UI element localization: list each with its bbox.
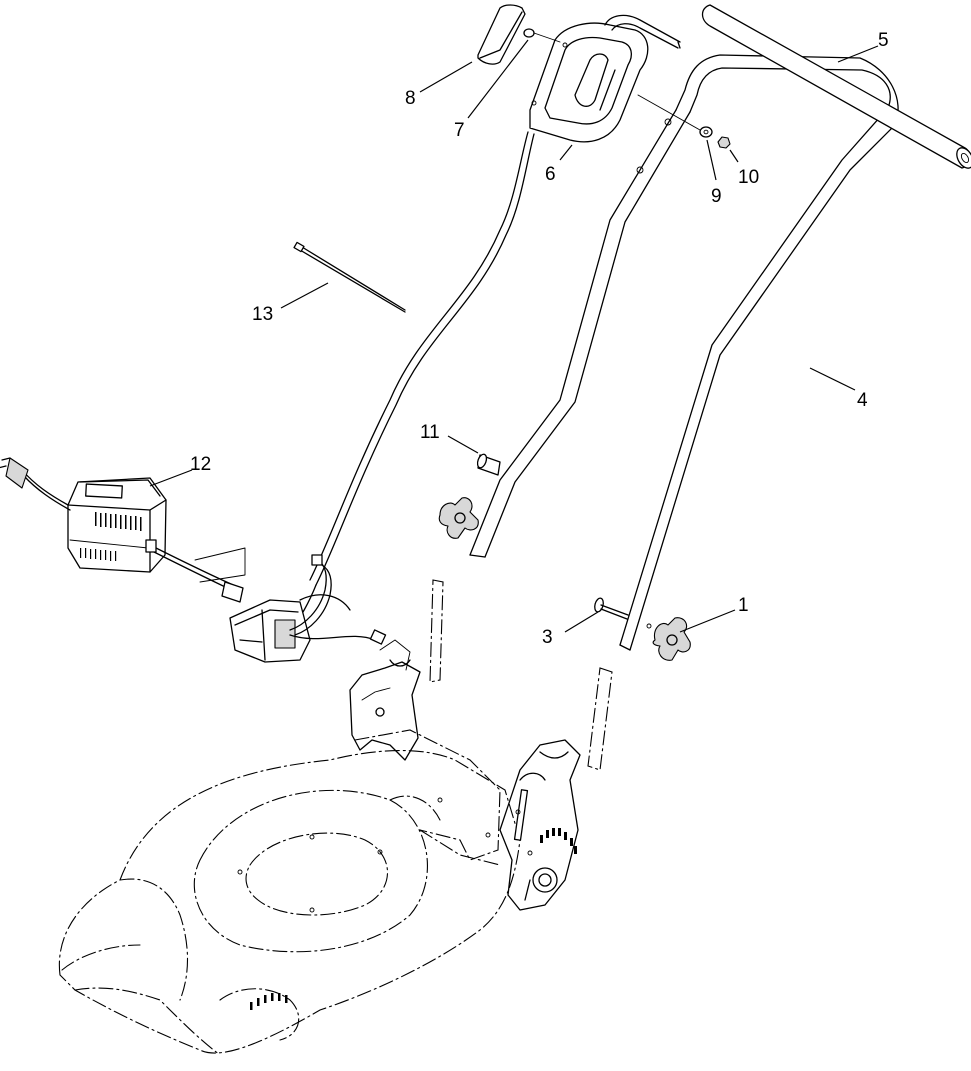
nut-10 <box>717 136 731 149</box>
callout-10: 10 <box>738 167 759 188</box>
callout-5: 5 <box>878 30 889 51</box>
handle-grip-tube <box>701 4 971 169</box>
callout-8: 8 <box>405 88 416 109</box>
switch-cable <box>289 131 535 631</box>
deck-frame <box>354 729 501 866</box>
wedge-8 <box>477 4 526 65</box>
callout-12: 12 <box>190 454 211 475</box>
bolt-11 <box>476 453 501 476</box>
charger-vents <box>80 512 142 561</box>
leader-lines <box>149 39 879 633</box>
washer-9 <box>699 126 713 138</box>
callout-labels: 1 3 4 5 6 7 8 9 10 11 12 13 <box>190 30 889 648</box>
deck-vent-slots <box>250 993 288 1010</box>
bolt-3 <box>594 597 629 620</box>
callout-9: 9 <box>711 186 722 207</box>
battery-charger-12 <box>0 457 246 603</box>
callout-1: 1 <box>738 595 749 616</box>
screw-7 <box>523 28 561 43</box>
battery-harness-assembly <box>229 554 387 663</box>
callout-6: 6 <box>545 164 556 185</box>
height-adjust-bracket-right <box>499 667 613 911</box>
mower-deck <box>58 750 521 1056</box>
callout-13: 13 <box>252 304 273 325</box>
handle-knob-left <box>438 497 479 539</box>
knob-1 <box>646 617 691 661</box>
height-adjust-bracket-left <box>349 579 444 761</box>
callout-4: 4 <box>857 390 868 411</box>
callout-7: 7 <box>454 120 465 141</box>
handle-frame <box>469 54 899 651</box>
callout-11: 11 <box>420 422 440 443</box>
callout-3: 3 <box>542 627 553 648</box>
adjust-gear-teeth <box>540 828 577 854</box>
cable-tie-13 <box>293 241 406 313</box>
switch-box <box>529 14 701 143</box>
